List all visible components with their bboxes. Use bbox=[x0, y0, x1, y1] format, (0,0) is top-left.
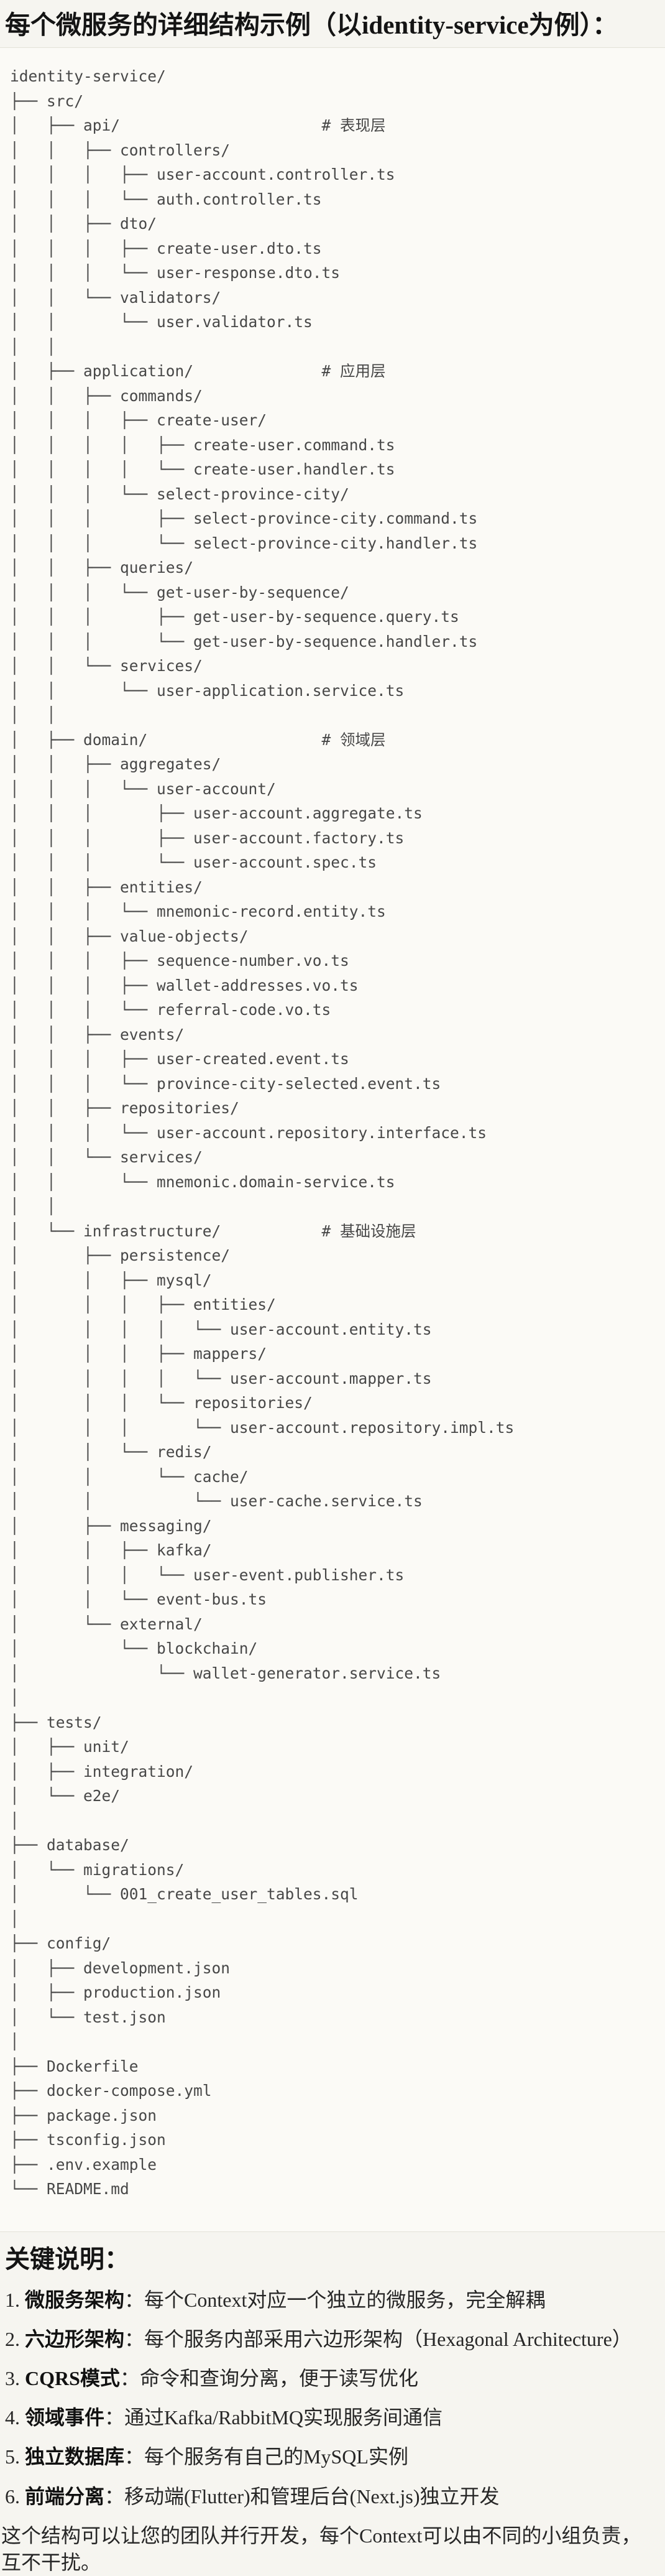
note-number: 4. bbox=[5, 2406, 20, 2429]
note-number: 5. bbox=[5, 2445, 20, 2468]
code-block: identity-service/ ├── src/ │ ├── api/ # … bbox=[0, 47, 665, 2232]
note-term: 领域事件 bbox=[25, 2406, 105, 2429]
note-colon: ： bbox=[104, 2406, 125, 2429]
note-term: 前端分离 bbox=[25, 2485, 105, 2508]
note-term: 微服务架构 bbox=[25, 2288, 125, 2311]
note-colon: ： bbox=[124, 2445, 145, 2468]
note-description: 每个Context对应一个独立的微服务，完全解耦 bbox=[144, 2288, 546, 2311]
note-description: 每个服务有自己的MySQL实例 bbox=[144, 2445, 408, 2468]
note-description: 通过Kafka/RabbitMQ实现服务间通信 bbox=[124, 2406, 443, 2429]
note-number: 3. bbox=[5, 2367, 20, 2390]
note-colon: ： bbox=[104, 2485, 125, 2508]
note-item-1: 1.微服务架构：每个Context对应一个独立的微服务，完全解耦 bbox=[5, 2287, 660, 2314]
note-item-2: 2.六边形架构：每个服务内部采用六边形架构（Hexagonal Architec… bbox=[5, 2326, 660, 2353]
note-description: 命令和查询分离，便于读写优化 bbox=[139, 2367, 418, 2390]
note-item-3: 3.CQRS模式：命令和查询分离，便于读写优化 bbox=[5, 2365, 660, 2392]
note-number: 1. bbox=[5, 2288, 20, 2311]
notes-heading: 关键说明： bbox=[5, 2245, 129, 2273]
note-item-5: 5.独立数据库：每个服务有自己的MySQL实例 bbox=[5, 2444, 660, 2470]
note-term: 六边形架构 bbox=[25, 2327, 125, 2350]
note-number: 6. bbox=[5, 2485, 20, 2508]
note-item-4: 4.领域事件：通过Kafka/RabbitMQ实现服务间通信 bbox=[5, 2404, 660, 2431]
note-term: 独立数据库 bbox=[25, 2445, 125, 2468]
closing-paragraph: 这个结构可以让您的团队并行开发，每个Context可以由不同的小组负责，互不干扰… bbox=[1, 2524, 641, 2574]
key-notes-section: 关键说明： 1.微服务架构：每个Context对应一个独立的微服务，完全解耦 2… bbox=[0, 2243, 665, 2576]
document-page: 每个微服务的详细结构示例（以identity-service为例）： ident… bbox=[0, 10, 665, 2576]
note-term: CQRS模式 bbox=[25, 2367, 120, 2390]
note-colon: ： bbox=[124, 2288, 145, 2311]
note-number: 2. bbox=[5, 2327, 20, 2350]
note-colon: ： bbox=[124, 2327, 145, 2350]
note-description: 每个服务内部采用六边形架构（Hexagonal Architecture） bbox=[144, 2327, 632, 2350]
note-colon: ： bbox=[119, 2367, 140, 2390]
note-description: 移动端(Flutter)和管理后台(Next.js)独立开发 bbox=[124, 2485, 500, 2508]
directory-tree-text: identity-service/ ├── src/ │ ├── api/ # … bbox=[10, 67, 515, 2198]
note-item-6: 6.前端分离：移动端(Flutter)和管理后台(Next.js)独立开发 bbox=[5, 2483, 660, 2510]
page-title: 每个微服务的详细结构示例（以identity-service为例）： bbox=[5, 11, 618, 39]
